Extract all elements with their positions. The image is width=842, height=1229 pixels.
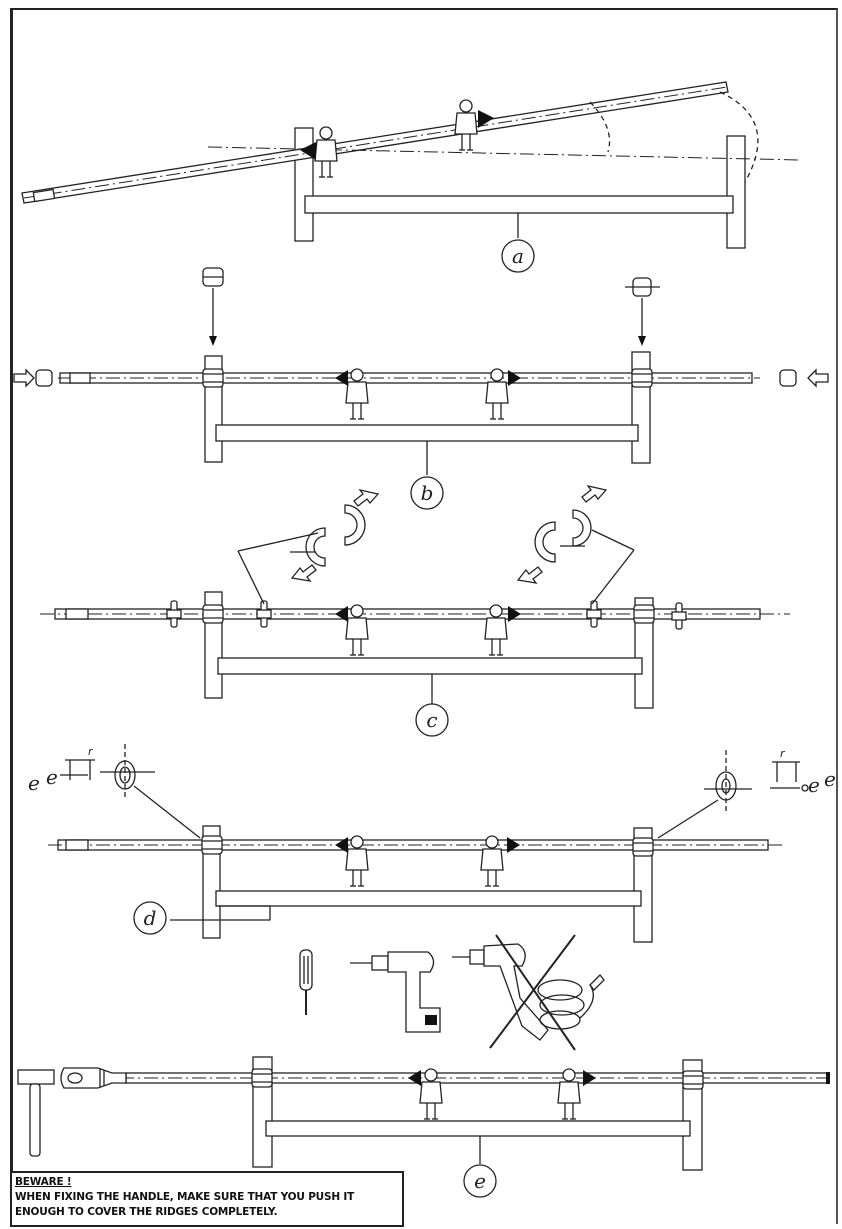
stopper-half [572, 509, 592, 547]
warning-line-1: WHEN FIXING THE HANDLE, MAKE SURE THAT Y… [15, 1191, 355, 1203]
svg-text:e: e [46, 765, 58, 789]
hammer-icon [17, 1069, 55, 1157]
stopper-half [534, 521, 556, 563]
stopper [166, 600, 182, 628]
step-label-d: d [144, 906, 157, 930]
step-a: a [21, 81, 801, 273]
step-label-a: a [512, 244, 524, 268]
stopper-half [344, 504, 366, 546]
cordless-drill-icon [350, 951, 441, 1033]
warning-title: BEWARE ! [15, 1176, 72, 1188]
warning-line-2: ENOUGH TO COVER THE RIDGES COMPLETELY. [15, 1206, 278, 1218]
frame-rail [304, 195, 734, 214]
dimension-r: r [780, 747, 786, 760]
page-frame [10, 8, 838, 1224]
screwdriver-icon [299, 949, 313, 1015]
stopper [256, 600, 272, 628]
step-e: e [17, 1056, 830, 1198]
step-label-c: c [426, 708, 437, 732]
frame-post-right [726, 135, 746, 249]
step-d: d r e e r e e [28, 744, 836, 1051]
stopper [586, 600, 602, 628]
step-c: c [40, 484, 790, 737]
dimension-r: r [88, 745, 94, 758]
dimension-e: e [808, 773, 820, 797]
corded-drill-crossed-icon [452, 934, 605, 1051]
player-figure [454, 99, 478, 151]
step-label-e: e [474, 1169, 486, 1193]
svg-text:e: e [824, 767, 836, 791]
step-b: b [13, 267, 829, 510]
dimension-e: e [28, 771, 40, 795]
step-label-b: b [421, 481, 434, 505]
stopper [671, 602, 687, 630]
player-figure [314, 126, 338, 178]
warning-box: BEWARE ! WHEN FIXING THE HANDLE, MAKE SU… [10, 1171, 404, 1227]
handle-icon [60, 1067, 127, 1089]
stopper-half [305, 527, 326, 567]
